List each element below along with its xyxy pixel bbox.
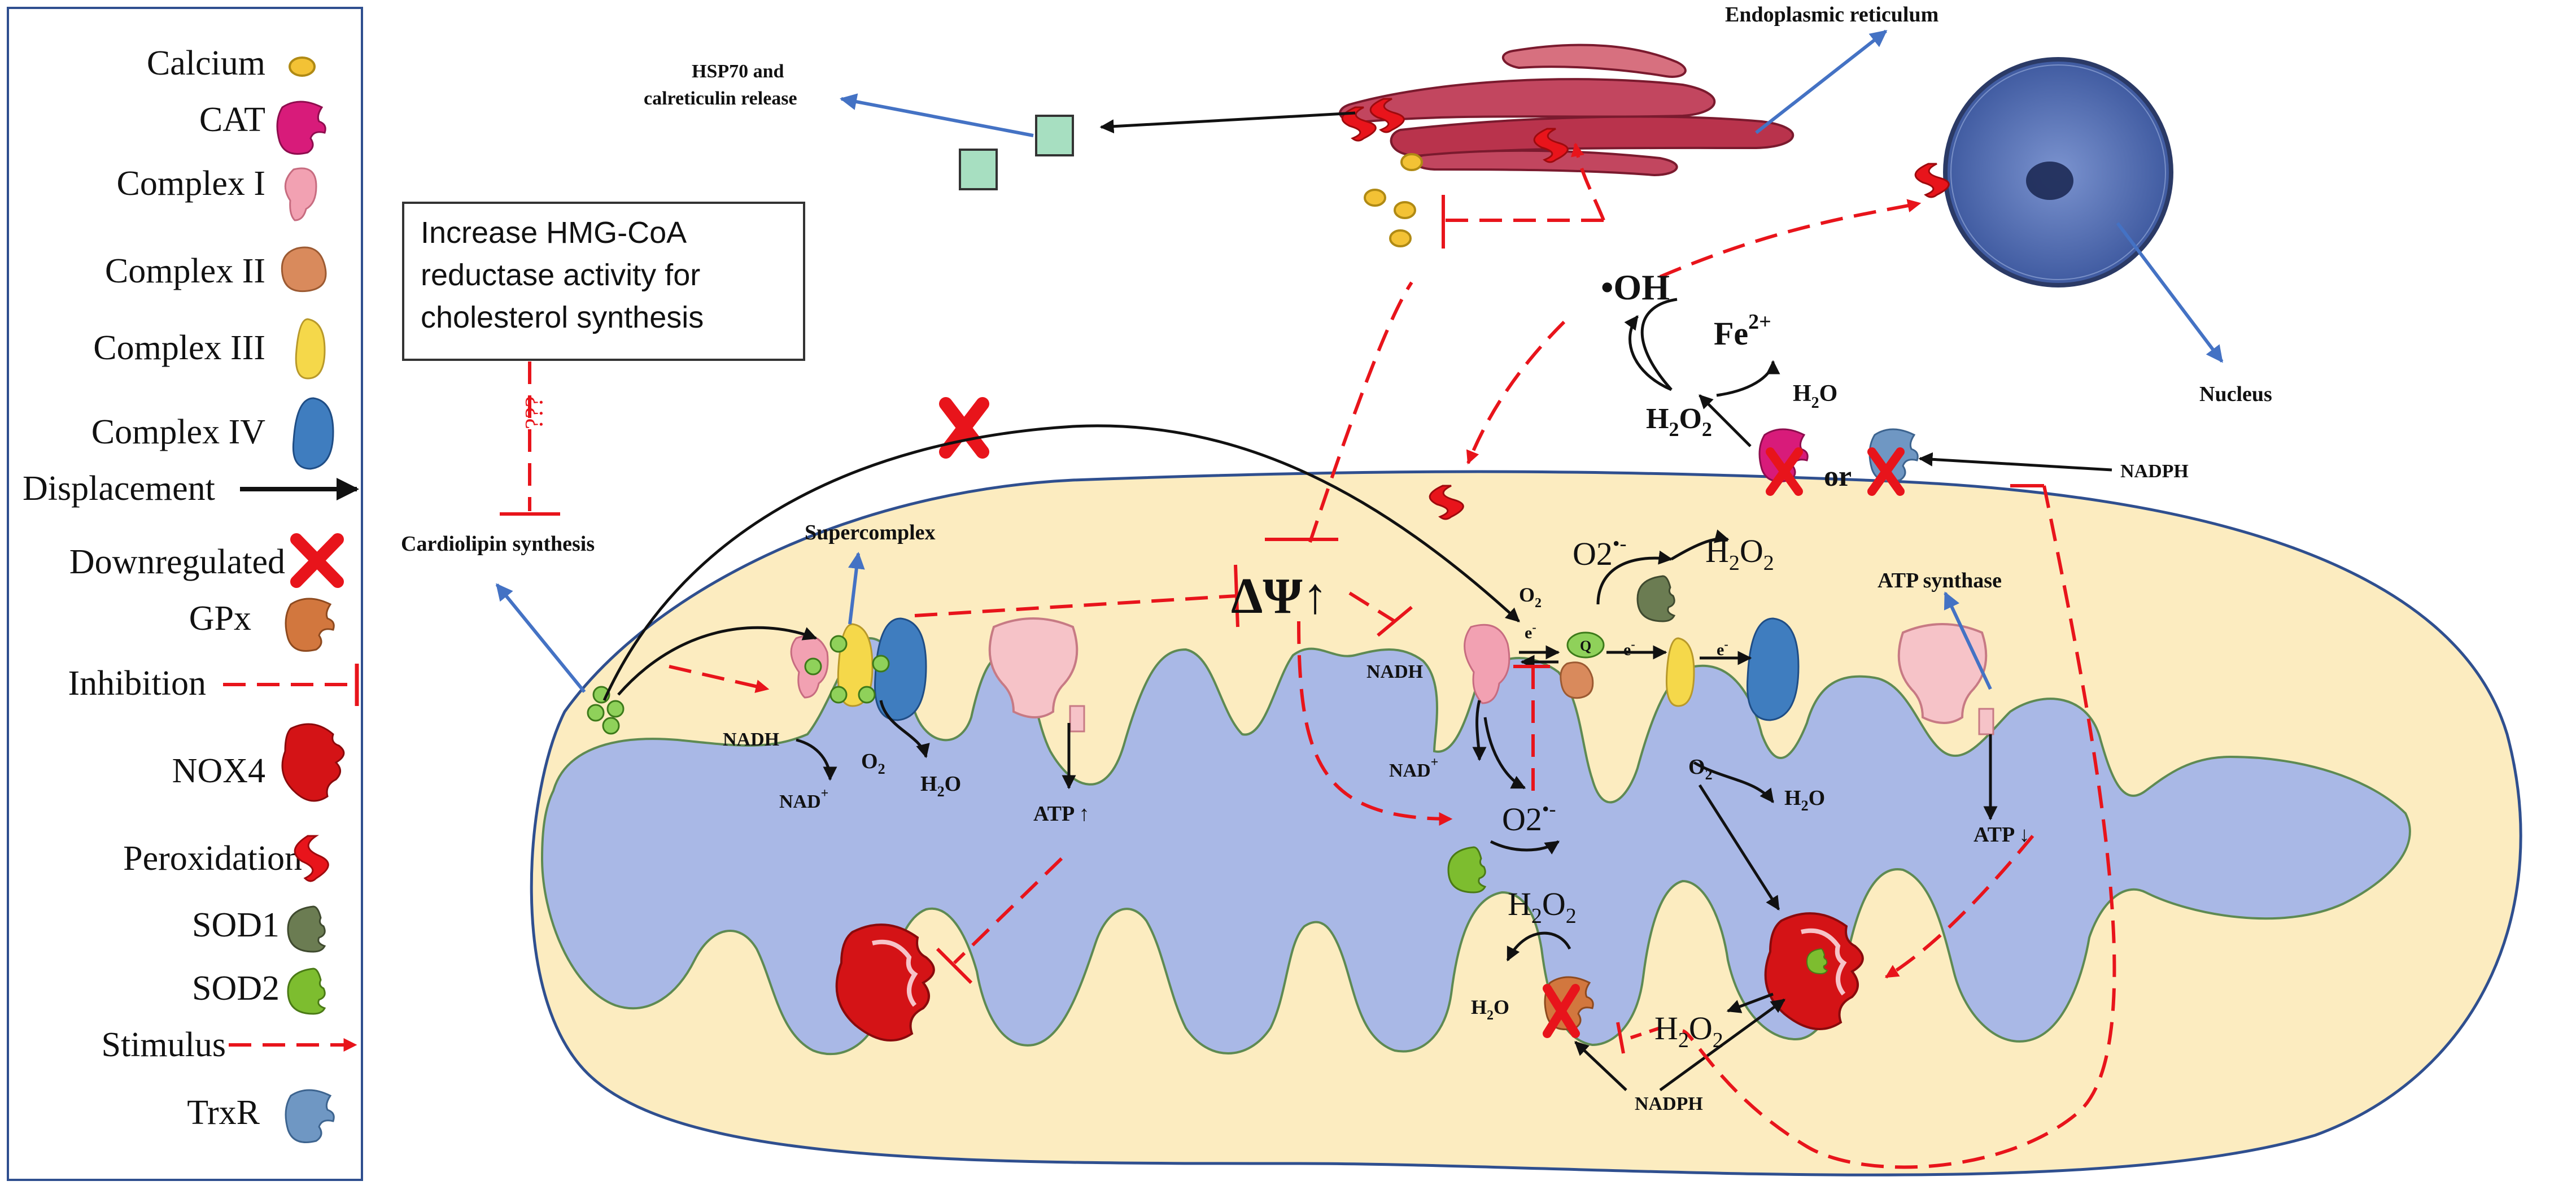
nadph-top-label: NADPH bbox=[2120, 461, 2189, 482]
atp-up-label: ATP ↑ bbox=[1033, 802, 1090, 826]
nadh-middle-label: NADH bbox=[1366, 661, 1423, 682]
complex-iii-icon bbox=[295, 318, 326, 380]
h2o2-top-label: H2O2 bbox=[1646, 403, 1712, 441]
legend-label-complex2: Complex II bbox=[105, 252, 265, 290]
or-label: or bbox=[1824, 460, 1852, 493]
atp-down-label: ATP ↓ bbox=[1974, 823, 2030, 847]
peroxidation-membrane bbox=[1429, 485, 1464, 520]
displacement-downregulated-cross bbox=[939, 397, 989, 459]
nad-left-label: NAD+ bbox=[779, 786, 828, 812]
cardiolipin-label: Cardiolipin synthesis bbox=[401, 532, 595, 556]
hmg-line-2: reductase activity for bbox=[421, 258, 700, 292]
trxr-icon bbox=[285, 1089, 335, 1143]
coq-label: Q bbox=[1580, 638, 1591, 654]
nox4-left bbox=[835, 923, 935, 1042]
hmg-coa-box bbox=[402, 202, 805, 361]
atp-synthase-label: ATP synthase bbox=[1878, 569, 2002, 592]
hmg-line-3: cholesterol synthesis bbox=[421, 300, 704, 334]
nucleus bbox=[1914, 57, 2173, 287]
hsp70-line-2: calreticulin release bbox=[644, 88, 797, 109]
nad-middle-label: NAD+ bbox=[1389, 755, 1438, 781]
hmg-line-1: Increase HMG-CoA bbox=[421, 216, 687, 250]
hsp70-line-1: HSP70 and bbox=[692, 61, 784, 82]
complex-i-icon bbox=[284, 167, 317, 221]
red-inhibition-lines bbox=[500, 195, 2044, 1054]
h2o-top-label: H2O bbox=[1793, 381, 1837, 412]
question-marks: ??? bbox=[520, 396, 548, 429]
fe-label: Fe2+ bbox=[1714, 310, 1771, 352]
legend-label-sod1: SOD1 bbox=[192, 906, 280, 944]
labels: Increase HMG-CoA reductase activity for … bbox=[401, 3, 2272, 1114]
atp-synthase-right bbox=[1897, 623, 1994, 735]
cat-icon bbox=[276, 101, 326, 155]
nadh-left-label: NADH bbox=[723, 729, 779, 750]
cardiolipin-cluster bbox=[587, 686, 625, 735]
sod1-icon bbox=[287, 905, 326, 953]
inner-membrane-matrix bbox=[540, 637, 2411, 1056]
h2o-matrix-label: H2O bbox=[1471, 996, 1509, 1023]
red-cross-icon bbox=[290, 533, 344, 588]
legend-label-calcium: Calcium bbox=[147, 44, 265, 82]
cat-downregulated-cross bbox=[1766, 447, 1803, 496]
legend-label-displacement: Displacement bbox=[23, 469, 215, 508]
complex-iv-icon bbox=[292, 397, 334, 470]
sod2-protein bbox=[1447, 846, 1487, 894]
supercomplex-label: Supercomplex bbox=[805, 521, 936, 544]
h2o2-nox4-label: H2O2 bbox=[1654, 1010, 1723, 1052]
legend-label-downregulated: Downregulated bbox=[69, 543, 285, 581]
legend-label-complex3: Complex III bbox=[93, 329, 265, 367]
superoxide-matrix-label: O2•- bbox=[1502, 798, 1556, 838]
nadph-bottom-label: NADPH bbox=[1635, 1093, 1703, 1114]
er-label: Endoplasmic reticulum bbox=[1725, 3, 1938, 27]
peroxidation-icon bbox=[294, 835, 329, 882]
atp-synthase-left bbox=[988, 617, 1085, 733]
electron-label-2: e- bbox=[1623, 637, 1635, 659]
coq-icon bbox=[1566, 631, 1605, 659]
h2o-right-label: H2O bbox=[1784, 786, 1825, 814]
sod2-icon bbox=[287, 968, 326, 1015]
gpx-icon bbox=[285, 598, 335, 652]
legend-label-peroxidation: Peroxidation bbox=[123, 839, 302, 878]
h2o2-matrix-label: H2O2 bbox=[1508, 886, 1577, 928]
nucleus-label: Nucleus bbox=[2199, 382, 2272, 406]
o2-right-label: O2 bbox=[1688, 755, 1713, 783]
black-arrows bbox=[602, 111, 2112, 1092]
sod1-protein bbox=[1636, 575, 1676, 622]
trxr-downregulated-cross bbox=[1867, 447, 1905, 496]
electron-label-3: e- bbox=[1717, 637, 1728, 659]
legend-label-gpx: GPx bbox=[189, 599, 251, 638]
inhibition-line-icon bbox=[223, 664, 359, 706]
o2-membrane-label: O2 bbox=[1519, 583, 1542, 611]
electron-label-1: e- bbox=[1525, 620, 1536, 642]
legend-label-cat: CAT bbox=[199, 101, 265, 139]
middle-etc bbox=[1464, 575, 1800, 721]
legend: Calcium CAT Complex I Complex II Complex… bbox=[7, 7, 363, 1181]
red-stimulus-arrows bbox=[669, 142, 2116, 1169]
blue-arrows bbox=[495, 29, 2224, 693]
legend-label-sod2: SOD2 bbox=[192, 969, 280, 1008]
legend-label-nox4: NOX4 bbox=[172, 752, 265, 790]
hydroxyl-radical-label: •OH bbox=[1601, 267, 1670, 307]
hsp70-squares bbox=[959, 115, 1074, 190]
mitochondrion bbox=[530, 470, 2522, 1176]
nox4-right bbox=[1764, 912, 1864, 1030]
gpx-downregulated-cross bbox=[1543, 984, 1580, 1038]
legend-label-trxr: TrxR bbox=[187, 1093, 260, 1132]
o2-left-label: O2 bbox=[861, 749, 885, 777]
h2o2-membrane-label: H2O2 bbox=[1705, 533, 1774, 575]
calcium-icon bbox=[289, 56, 316, 77]
superoxide-membrane-label: O2•- bbox=[1573, 532, 1626, 572]
delta-psi-label: ΔΨ↑ bbox=[1231, 568, 1328, 624]
legend-label-inhibition: Inhibition bbox=[68, 664, 206, 703]
h2o-left-label: H2O bbox=[920, 772, 961, 800]
supercomplex bbox=[790, 617, 927, 721]
complex-ii-icon bbox=[281, 246, 327, 293]
legend-label-complex4: Complex IV bbox=[91, 413, 265, 451]
nox4-icon bbox=[281, 723, 345, 802]
legend-label-stimulus: Stimulus bbox=[101, 1026, 226, 1064]
endoplasmic-reticulum bbox=[1339, 43, 1795, 247]
legend-label-complex1: Complex I bbox=[117, 164, 265, 203]
